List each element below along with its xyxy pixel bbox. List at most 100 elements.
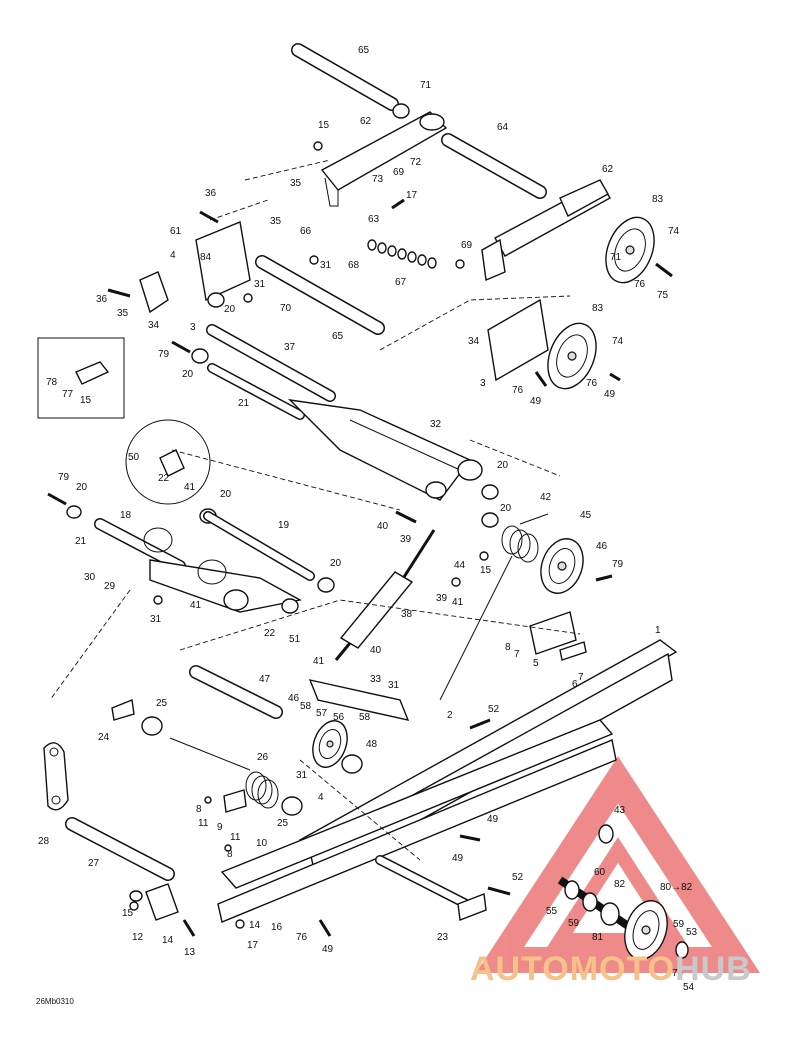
callout-26: 26: [257, 752, 269, 763]
callout-71: 71: [610, 252, 622, 263]
callout-41: 41: [313, 656, 325, 667]
rear-wheel-assembly: [557, 824, 689, 960]
callout-49: 49: [452, 853, 464, 864]
callout-69: 69: [393, 167, 405, 178]
callout-16: 16: [271, 922, 283, 933]
callout-78: 78: [46, 377, 58, 388]
callout-54: 54: [683, 982, 695, 993]
callout-50: 50: [128, 452, 140, 463]
callout-13: 13: [184, 947, 196, 958]
callout-84: 84: [200, 252, 212, 263]
inset-box-detail: [37, 337, 125, 419]
callout-3: 3: [190, 322, 196, 333]
callout-22: 22: [158, 473, 170, 484]
rear-swing-arm-32: [288, 399, 483, 501]
bolts-and-nuts: [47, 141, 673, 937]
callout-74: 74: [612, 336, 624, 347]
callout-67: 67: [395, 277, 407, 288]
callout-6: 6: [572, 679, 578, 690]
callout-22: 22: [264, 628, 276, 639]
callout-39: 39: [436, 593, 448, 604]
callout-8: 8: [196, 804, 202, 815]
callout-72: 72: [410, 157, 422, 168]
callout-19: 19: [278, 520, 290, 531]
callout-49: 49: [487, 814, 499, 825]
callout-11: 11: [198, 818, 209, 829]
callout-11: 11: [230, 832, 241, 843]
front-arm-18: [94, 518, 303, 614]
right-upper-arm-62: [481, 179, 611, 282]
callout-30: 30: [84, 572, 96, 583]
callout-49: 49: [604, 389, 616, 400]
callout-81: 81: [592, 932, 604, 943]
callout-77: 77: [62, 389, 74, 400]
bracket-24: [111, 699, 135, 721]
shaft-23: [375, 855, 487, 921]
shaft-19: [203, 511, 315, 581]
hub-48: [341, 754, 363, 774]
callout-14: 14: [162, 935, 174, 946]
callout-53: 53: [686, 927, 698, 938]
callout-38: 38: [401, 609, 413, 620]
callout-60: 60: [594, 867, 606, 878]
callout-35: 35: [270, 216, 282, 227]
left-bracket-34: [139, 221, 251, 314]
callout-35: 35: [290, 178, 302, 189]
watermark-text: AUTOMOTOHUB: [470, 950, 752, 989]
callout-5: 5: [533, 658, 539, 669]
bracket-5: [529, 611, 587, 661]
callout-59: 59: [568, 918, 580, 929]
block-12: [129, 883, 179, 921]
callout-31: 31: [150, 614, 162, 625]
assembly-guide-lines: [49, 159, 581, 861]
callout-75: 75: [657, 290, 669, 301]
callout-20: 20: [224, 304, 236, 315]
callout-58: 58: [359, 712, 371, 723]
callout-1: 1: [655, 625, 661, 636]
callout-20: 20: [500, 503, 512, 514]
callout-36: 36: [205, 188, 217, 199]
callout-76: 76: [634, 279, 646, 290]
idler-wheel-83-lower: [547, 322, 597, 390]
callout-8: 8: [227, 849, 233, 860]
callout-52: 52: [512, 872, 524, 883]
callout-18: 18: [120, 510, 132, 521]
callout-20: 20: [220, 489, 232, 500]
callout-76: 76: [296, 932, 308, 943]
callout-27: 27: [88, 858, 100, 869]
callout-10: 10: [256, 838, 268, 849]
callout-66: 66: [300, 226, 312, 237]
callout-40: 40: [377, 521, 389, 532]
callout-4: 4: [170, 250, 176, 261]
callout-83: 83: [652, 194, 664, 205]
callout-69: 69: [461, 240, 473, 251]
shaft-27: [65, 817, 175, 881]
callout-51: 51: [289, 634, 301, 645]
callout-25: 25: [277, 818, 289, 829]
callout-55: 55: [546, 906, 558, 917]
shaft-37: [206, 324, 336, 402]
drawing-code: 26Mb0310: [36, 997, 74, 1006]
callout-33: 33: [370, 674, 382, 685]
callout-31: 31: [296, 770, 308, 781]
callout-49: 49: [530, 396, 542, 407]
callout-37: 37: [284, 342, 296, 353]
callout-15: 15: [80, 395, 92, 406]
callout-82: 82: [614, 879, 626, 890]
watermark-text-left: AUTOMOTO: [470, 950, 676, 988]
bracket-33: [308, 679, 410, 721]
link-28: [43, 742, 69, 811]
callout-7: 7: [578, 672, 584, 683]
callout-40: 40: [370, 645, 382, 656]
callout-17: 17: [247, 940, 259, 951]
callout-12: 12: [132, 932, 144, 943]
callout-71: 71: [420, 80, 432, 91]
upper-shaft-65: [291, 43, 410, 119]
callout-46: 46: [288, 693, 300, 704]
callout-17: 17: [406, 190, 418, 201]
callout-43: 43: [614, 805, 626, 816]
callout-47: 47: [259, 674, 271, 685]
spring-26: [169, 737, 279, 809]
callout-44: 44: [454, 560, 466, 571]
